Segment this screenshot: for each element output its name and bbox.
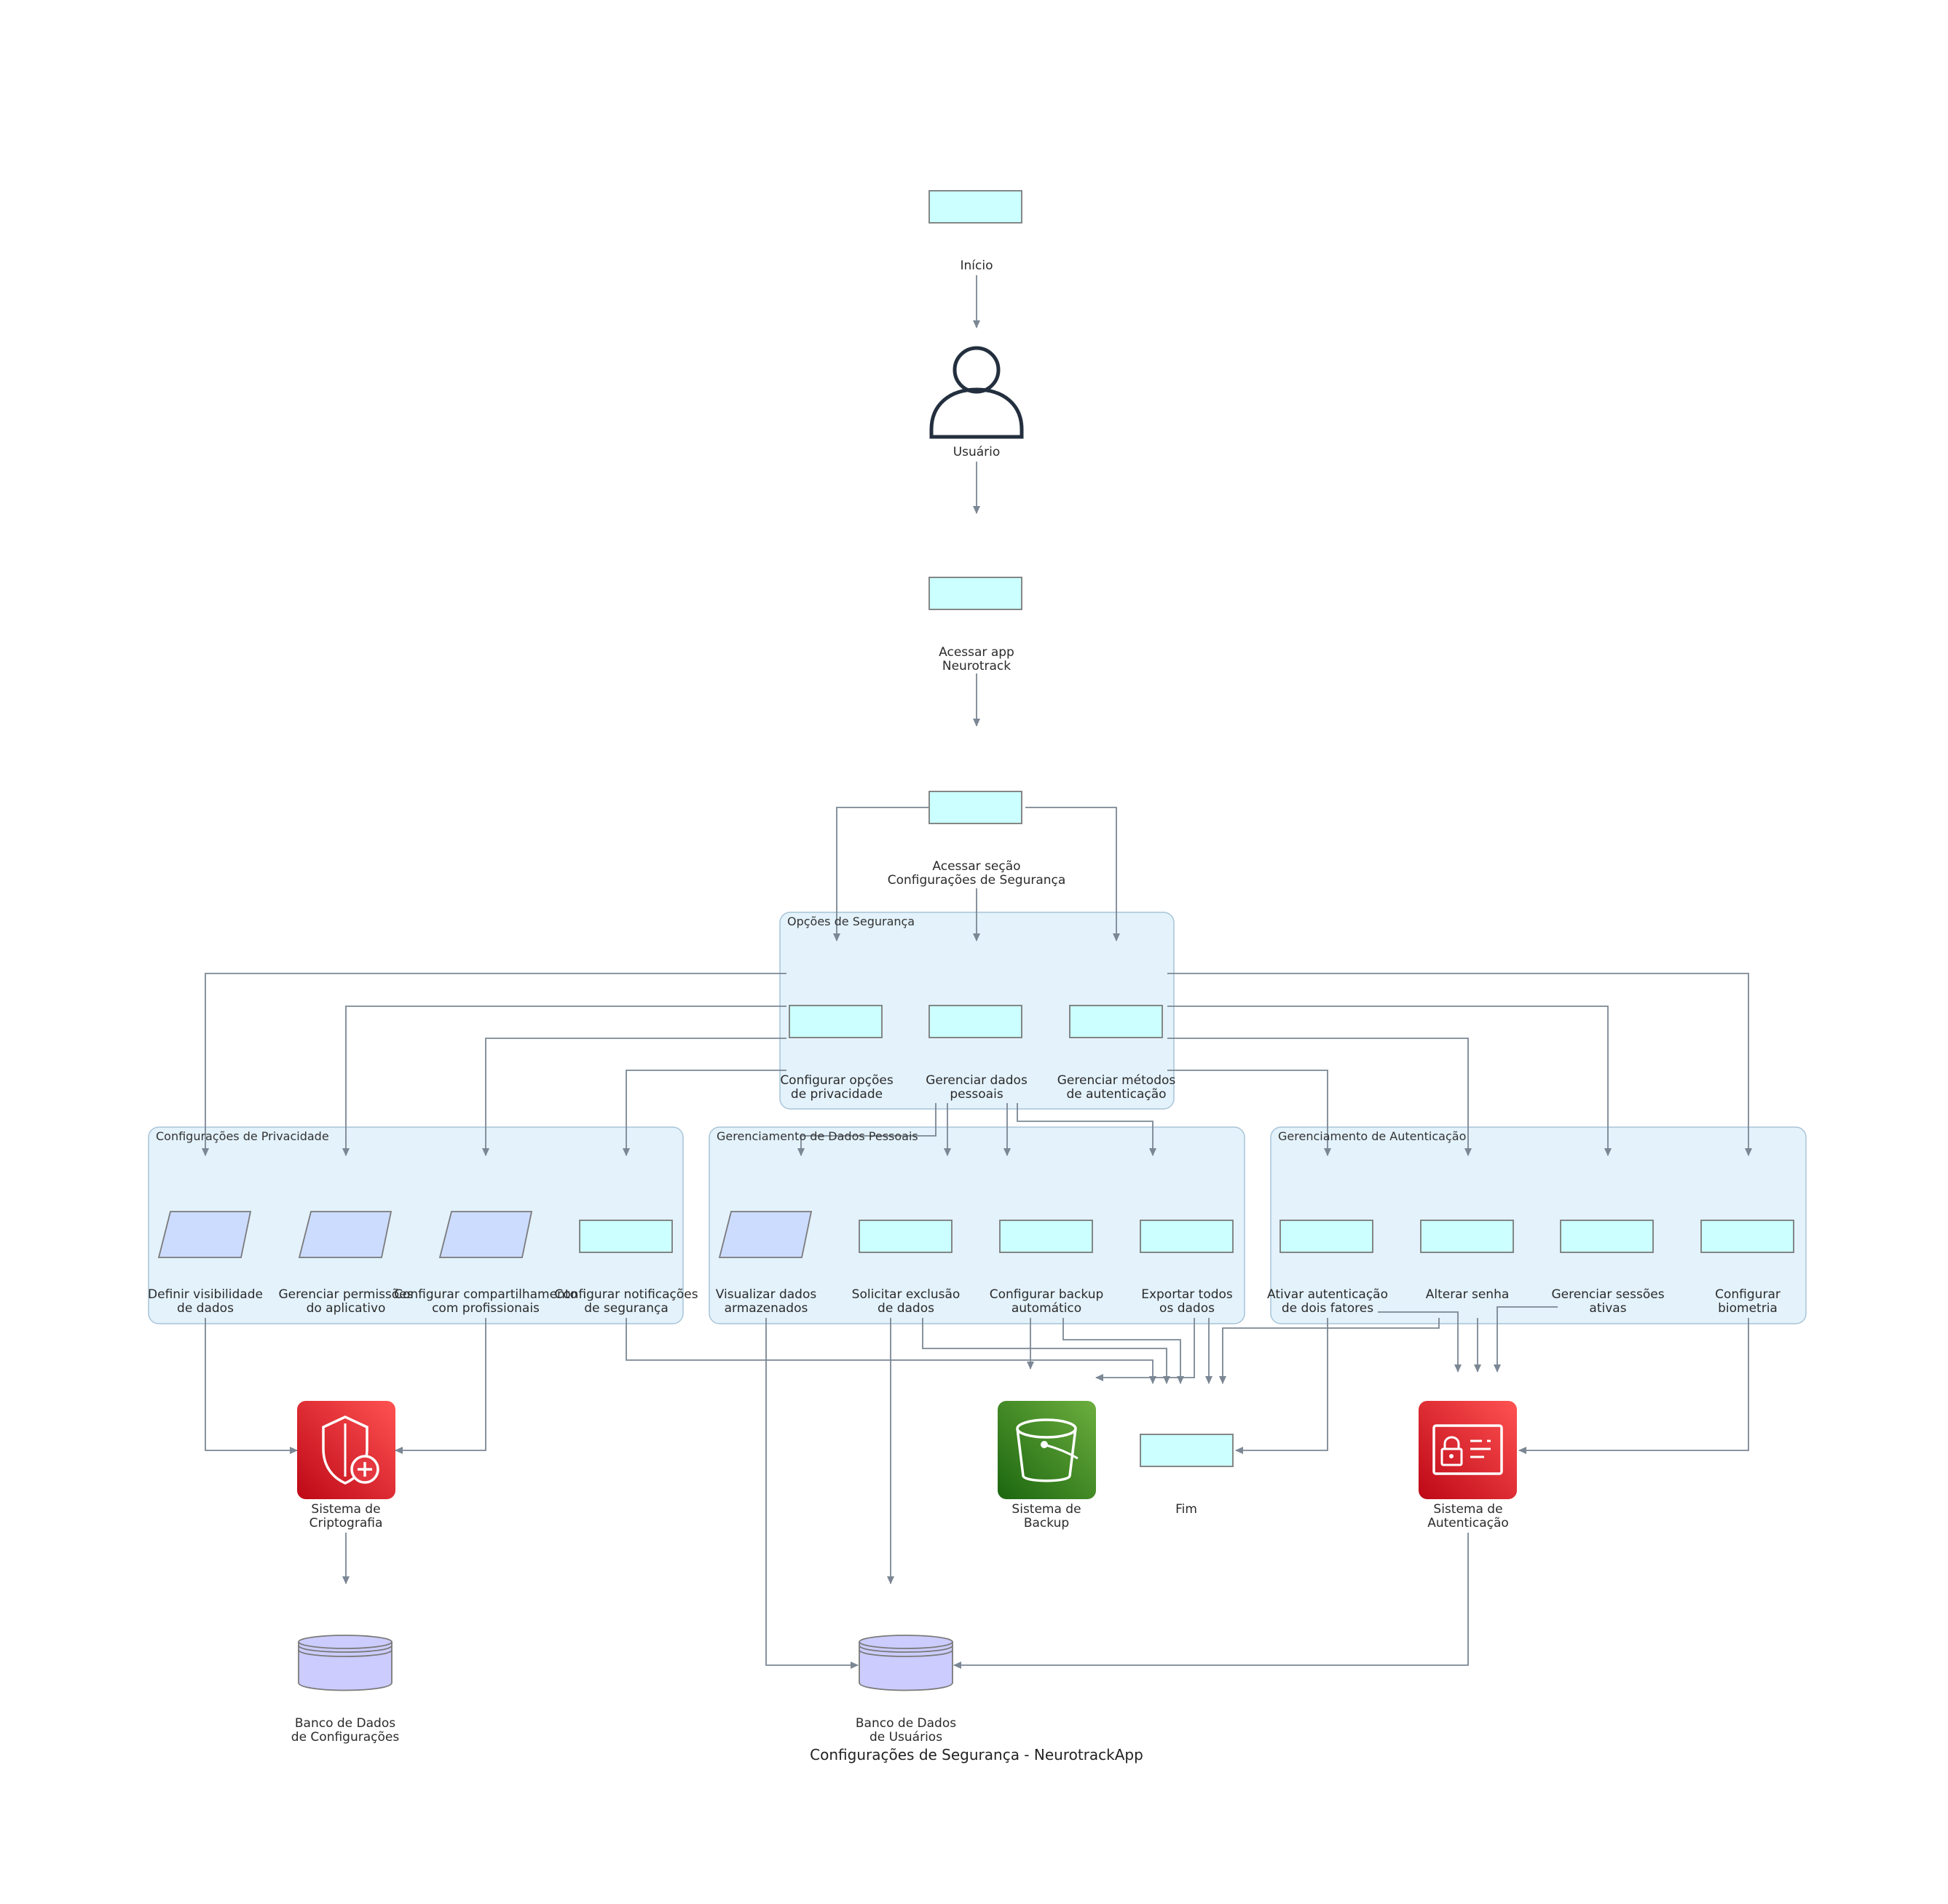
label-permissions: Gerenciar permissões do aplicativo xyxy=(278,1287,414,1316)
label-users-db: Banco de Dados de Usuários xyxy=(855,1716,957,1745)
label-view-data: Visualizar dados armazenados xyxy=(715,1287,817,1316)
end-box[interactable] xyxy=(1140,1434,1234,1467)
configure-privacy-box[interactable] xyxy=(789,1005,883,1038)
label-notifications: Configurar notificações de segurança xyxy=(554,1287,698,1316)
access-section-box[interactable] xyxy=(928,791,1022,824)
edges xyxy=(202,275,1752,1669)
id-card-lock-icon xyxy=(1419,1401,1517,1499)
label-manage-personal: Gerenciar dados pessoais xyxy=(926,1073,1028,1102)
label-export-all: Exportar todos os dados xyxy=(1141,1287,1233,1316)
group-label-security-options: Opções de Segurança xyxy=(787,915,915,928)
group-label-authentication: Gerenciamento de Autenticação xyxy=(1278,1129,1467,1143)
manage-personal-box[interactable] xyxy=(928,1005,1022,1038)
export-all-box[interactable] xyxy=(1140,1220,1234,1253)
bucket-icon xyxy=(998,1401,1096,1499)
label-request-delete: Solicitar exclusão de dados xyxy=(851,1287,961,1316)
label-sessions: Gerenciar sessões ativas xyxy=(1551,1287,1665,1316)
config-db-cylinder[interactable] xyxy=(298,1635,393,1691)
configure-backup-box[interactable] xyxy=(999,1220,1093,1253)
io-shapes xyxy=(157,1211,813,1258)
users-db-cylinder[interactable] xyxy=(859,1635,953,1691)
sessions-box[interactable] xyxy=(1560,1220,1654,1253)
biometrics-box[interactable] xyxy=(1700,1220,1794,1253)
label-change-password: Alterar senha xyxy=(1425,1287,1510,1302)
label-end: Fim xyxy=(1175,1502,1197,1517)
label-access-app: Acessar app Neurotrack xyxy=(939,645,1014,673)
visibility-shape[interactable] xyxy=(157,1211,252,1258)
label-auth-system: Sistema de Autenticação xyxy=(1427,1502,1509,1530)
label-user: Usuário xyxy=(953,445,1001,459)
label-crypto-system: Sistema de Criptografia xyxy=(309,1502,383,1530)
sharing-shape[interactable] xyxy=(438,1211,533,1258)
manage-auth-box[interactable] xyxy=(1069,1005,1163,1038)
two-factor-box[interactable] xyxy=(1279,1220,1373,1253)
notifications-box[interactable] xyxy=(579,1220,673,1253)
group-privacy xyxy=(148,1126,684,1324)
label-visibility: Definir visibilidade de dados xyxy=(148,1287,263,1316)
view-data-shape[interactable] xyxy=(718,1211,813,1258)
label-config-db: Banco de Dados de Configurações xyxy=(291,1716,400,1745)
label-start: Início xyxy=(960,258,993,273)
user-icon xyxy=(929,346,1024,439)
shield-plus-icon xyxy=(297,1401,395,1499)
access-app-box[interactable] xyxy=(928,577,1022,610)
permissions-shape[interactable] xyxy=(298,1211,393,1258)
label-sharing: Configurar compartilhamento com profissi… xyxy=(394,1287,577,1316)
group-label-privacy: Configurações de Privacidade xyxy=(156,1129,329,1143)
label-manage-auth: Gerenciar métodos de autenticação xyxy=(1057,1073,1176,1102)
label-backup-system: Sistema de Backup xyxy=(1012,1502,1081,1530)
label-two-factor: Ativar autenticação de dois fatores xyxy=(1267,1287,1388,1316)
group-personal-data xyxy=(709,1126,1245,1324)
group-label-personal-data: Gerenciamento de Dados Pessoais xyxy=(717,1129,918,1143)
process-boxes xyxy=(579,190,1794,1467)
label-configure-backup: Configurar backup automático xyxy=(989,1287,1104,1316)
label-configure-privacy: Configurar opções de privacidade xyxy=(780,1073,894,1102)
database-icon xyxy=(298,1635,953,1691)
start-box[interactable] xyxy=(928,190,1022,224)
label-access-section: Acessar seção Configurações de Segurança xyxy=(887,859,1066,888)
group-authentication xyxy=(1270,1126,1807,1324)
change-password-box[interactable] xyxy=(1420,1220,1514,1253)
diagram-title: Configurações de Segurança - NeurotrackA… xyxy=(810,1746,1143,1763)
label-biometrics: Configurar biometria xyxy=(1715,1287,1781,1316)
request-delete-box[interactable] xyxy=(859,1220,953,1253)
